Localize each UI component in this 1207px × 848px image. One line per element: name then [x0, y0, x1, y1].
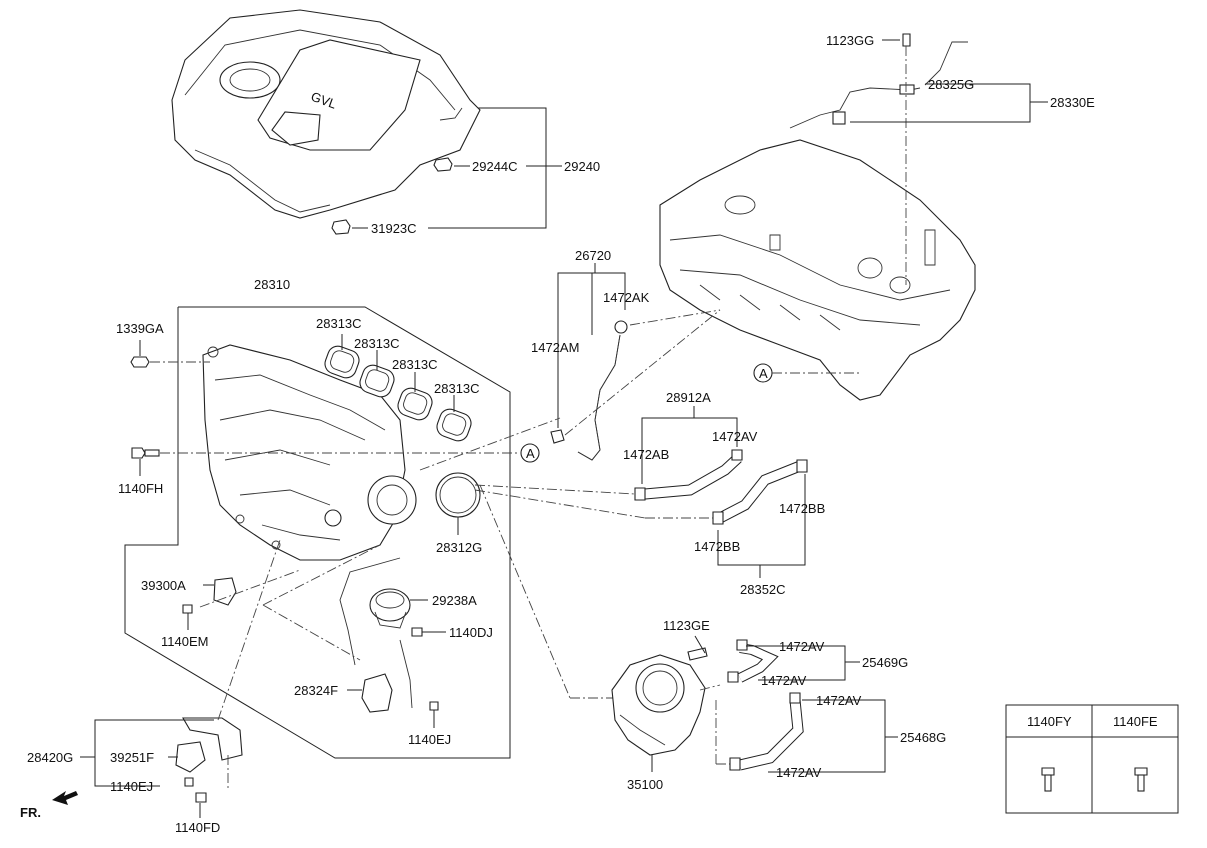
- intake-manifold: [202, 344, 417, 561]
- gasket-28313c-4: [436, 408, 472, 442]
- label-1472av-1: 1472AV: [712, 429, 758, 444]
- label-25468g: 25468G: [900, 730, 946, 745]
- oil-level-gauge: [789, 33, 968, 129]
- gasket-28313c-3: [397, 387, 433, 421]
- label-39251f: 39251F: [110, 750, 154, 765]
- engine-cover: GVL: [171, 9, 481, 219]
- label-1140ej-1: 1140EJ: [408, 732, 451, 747]
- label-31923c: 31923C: [371, 221, 417, 236]
- bracket-28420g: [175, 717, 243, 803]
- bolt-1140fh: [131, 447, 160, 476]
- label-28330e: 28330E: [1050, 95, 1095, 110]
- hose-25469g: [727, 639, 779, 683]
- label-1472ab: 1472AB: [623, 447, 669, 462]
- gasket-28313c-1: [324, 345, 360, 379]
- legend-table: 1140FY 1140FE: [1005, 704, 1179, 814]
- label-26720: 26720: [575, 248, 611, 263]
- label-39300a: 39300A: [141, 578, 186, 593]
- label-29240: 29240: [564, 159, 600, 174]
- valve-28324f: [347, 673, 439, 728]
- label-28313c-1: 28313C: [316, 316, 362, 331]
- legend-header-1140fy: 1140FY: [1027, 714, 1072, 729]
- label-28324f: 28324F: [294, 683, 338, 698]
- label-1472am: 1472AM: [531, 340, 579, 355]
- throttle-body-35100: [611, 647, 708, 772]
- label-1123gg: 1123GG: [826, 33, 874, 48]
- bolt-1339ga: [130, 340, 150, 368]
- label-1140dj: 1140DJ: [449, 625, 493, 640]
- label-1140fd: 1140FD: [175, 820, 220, 835]
- label-1123ge: 1123GE: [663, 618, 710, 633]
- purge-control-valve-29238a: [369, 588, 446, 637]
- label-29244c: 29244C: [472, 159, 518, 174]
- map-sensor-39300a: [182, 577, 237, 630]
- grommet-29244c: [433, 157, 470, 172]
- hose-26720: [550, 320, 628, 461]
- arrow-icon: [52, 791, 78, 805]
- ref-a-head: A: [753, 363, 773, 383]
- label-28313c-4: 28313C: [434, 381, 480, 396]
- hose-28352c: [712, 459, 808, 525]
- label-25469g: 25469G: [862, 655, 908, 670]
- gasket-28312g: [435, 472, 481, 535]
- label-28352c: 28352C: [740, 582, 786, 597]
- svg-text:FR.: FR.: [20, 805, 41, 820]
- label-1140em: 1140EM: [161, 634, 208, 649]
- hose-28912a: [634, 449, 743, 501]
- label-28313c-2: 28313C: [354, 336, 400, 351]
- label-1140fh: 1140FH: [118, 481, 163, 496]
- ref-a-manifold: A: [520, 443, 540, 463]
- label-28310: 28310: [254, 277, 290, 292]
- gasket-28313c-2: [359, 364, 395, 398]
- label-28420g: 28420G: [27, 750, 73, 765]
- label-1140ej-2: 1140EJ: [110, 779, 153, 794]
- grommet-31923c: [331, 219, 368, 235]
- hose-25468g: [729, 692, 804, 771]
- label-29238a: 29238A: [432, 593, 477, 608]
- label-1472ak: 1472AK: [603, 290, 650, 305]
- label-28325g: 28325G: [928, 77, 974, 92]
- label-1472bb-1: 1472BB: [779, 501, 825, 516]
- label-1472bb-2: 1472BB: [694, 539, 740, 554]
- label-1472av-2: 1472AV: [779, 639, 825, 654]
- label-1472av-5: 1472AV: [776, 765, 822, 780]
- label-28312g: 28312G: [436, 540, 482, 555]
- label-1472av-3: 1472AV: [761, 673, 807, 688]
- bolt-1140fe-icon: [1134, 767, 1148, 792]
- part-labels: 1123GG 28325G 28330E 29244C 29240 31923C…: [27, 33, 1095, 835]
- label-1339ga: 1339GA: [116, 321, 164, 336]
- front-direction-marker: FR.: [20, 791, 78, 820]
- label-28912a: 28912A: [666, 390, 711, 405]
- label-1472av-4: 1472AV: [816, 693, 862, 708]
- cylinder-head: [659, 139, 976, 401]
- svg-text:A: A: [759, 366, 768, 381]
- label-28313c-3: 28313C: [392, 357, 438, 372]
- label-35100: 35100: [627, 777, 663, 792]
- svg-text:A: A: [526, 446, 535, 461]
- legend-header-1140fe: 1140FE: [1113, 714, 1158, 729]
- bolt-1140fy-icon: [1041, 767, 1055, 792]
